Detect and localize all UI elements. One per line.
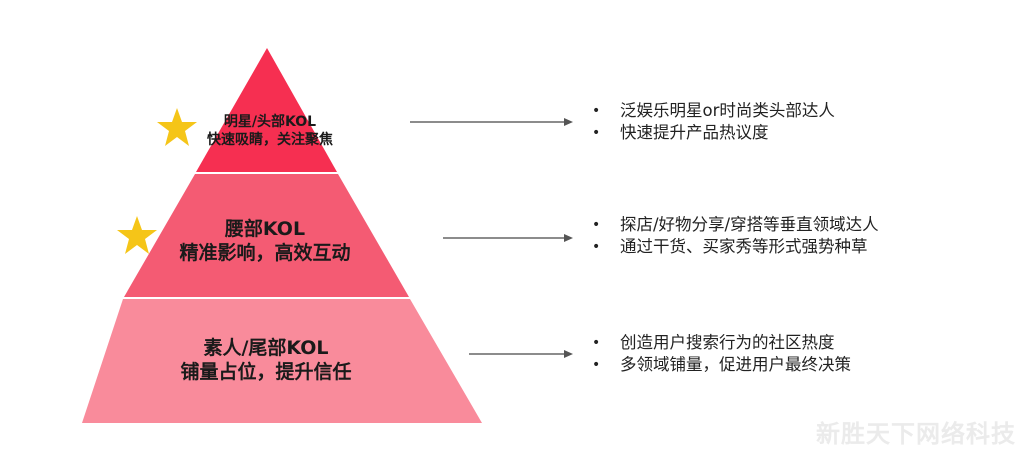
bullet-list-bottom: 创造用户搜索行为的社区热度 多领域铺量，促进用户最终决策 (592, 332, 851, 376)
tier-title: 明星/头部KOL (223, 114, 317, 130)
pyramid-tier-top (196, 48, 337, 172)
tier-title: 腰部KOL (224, 218, 306, 240)
bullet-list-middle: 探店/好物分享/穿搭等垂直领域达人 通过干货、买家秀等形式强势种草 (592, 214, 879, 258)
watermark: 新胜天下网络科技 (816, 420, 1016, 448)
bullet-list-top: 泛娱乐明星or时尚类头部达人 快速提升产品热议度 (592, 100, 835, 144)
tier-subtitle: 快速吸睛，关注聚焦 (207, 131, 333, 148)
tier-label-middle: 腰部KOL 精准影响，高效互动 (179, 218, 350, 266)
tier-label-top: 明星/头部KOL 快速吸睛，关注聚焦 (207, 114, 333, 149)
bullet-item: 快速提升产品热议度 (592, 122, 835, 144)
arrowhead-icon (564, 350, 573, 358)
pyramid-tier-middle (124, 174, 409, 297)
tier-subtitle: 铺量占位，提升信任 (180, 360, 352, 383)
tier-label-bottom: 素人/尾部KOL 铺量占位，提升信任 (180, 337, 351, 385)
pyramid-tier-bottom (82, 299, 482, 423)
arrowhead-icon (564, 234, 573, 242)
tier-title: 素人/尾部KOL (203, 337, 329, 359)
bullet-item: 多领域铺量，促进用户最终决策 (592, 354, 851, 376)
bullet-item: 泛娱乐明星or时尚类头部达人 (592, 100, 835, 122)
star-icon (117, 216, 157, 254)
arrowhead-icon (564, 118, 573, 126)
star-icon (157, 108, 197, 146)
bullet-item: 通过干货、买家秀等形式强势种草 (592, 236, 879, 258)
bullet-item: 创造用户搜索行为的社区热度 (592, 332, 851, 354)
tier-subtitle: 精准影响，高效互动 (179, 241, 351, 264)
bullet-item: 探店/好物分享/穿搭等垂直领域达人 (592, 214, 879, 236)
